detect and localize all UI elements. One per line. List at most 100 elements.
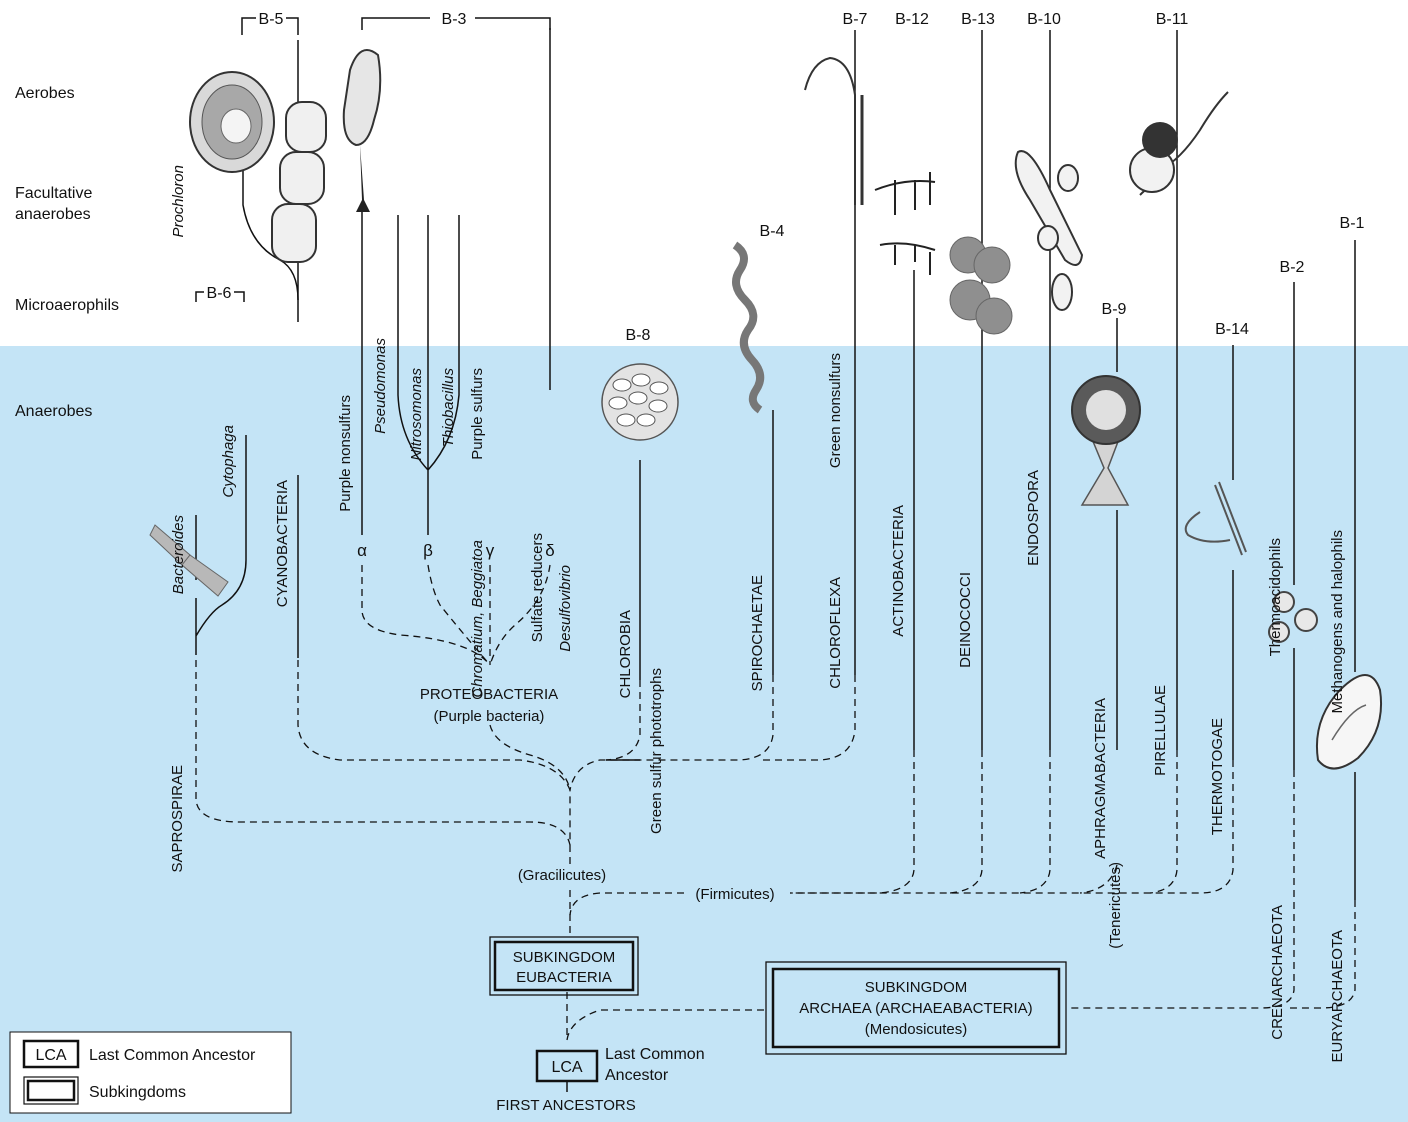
dash-endospora — [1019, 750, 1051, 894]
clade-proteobacteria: PROTEOBACTERIA — [420, 686, 558, 703]
group-label-b1: B-1 — [1340, 215, 1365, 232]
euryarchaeota-drawing — [1316, 674, 1382, 770]
dash-beta — [427, 564, 491, 666]
bracket-b5 — [241, 17, 299, 35]
taxon-cytophaga: Cytophaga — [220, 425, 237, 498]
group-label-b13: B-13 — [961, 11, 995, 28]
taxon-methanogens-halophils: Methanogens and halophils — [1329, 530, 1346, 713]
eubacteria-label-line2: EUBACTERIA — [516, 969, 612, 986]
taxon-chlorobia: CHLOROBIA — [617, 610, 634, 698]
legend: LCA Last Common Ancestor Subkingdoms — [9, 1031, 292, 1114]
marker-alpha: α — [357, 541, 367, 560]
taxon-euryarchaeota: EURYARCHAEOTA — [1329, 930, 1346, 1063]
taxon-actinobacteria: ACTINOBACTERIA — [890, 505, 907, 637]
archaea-label-line3: (Mendosicutes) — [865, 1021, 968, 1038]
group-label-b5: B-5 — [259, 11, 284, 28]
endospora-drawing — [1014, 150, 1084, 311]
taxon-thermotogae: THERMOTOGAE — [1209, 718, 1226, 835]
group-label-b9: B-9 — [1102, 301, 1127, 318]
marker-gamma: γ — [486, 541, 495, 560]
crenarchaeota-drawing — [1268, 591, 1318, 643]
taxon-purple-sulfurs: Purple sulfurs — [469, 368, 486, 460]
group-label-b12: B-12 — [895, 11, 929, 28]
legend-subkingdom-swatch-outer — [23, 1076, 79, 1105]
dash-alpha — [361, 565, 491, 666]
dash-euryarchaeota — [1290, 900, 1356, 1009]
taxon-desulfovibrio: Desulfovibrio — [557, 565, 574, 652]
taxon-thermoacidophils: Thermoacidophils — [1267, 538, 1284, 656]
zone-facultative-line2: anaerobes — [15, 206, 91, 223]
chlorobia-drawing — [601, 363, 679, 441]
taxon-green-nonsulfurs: Green nonsulfurs — [827, 353, 844, 468]
taxon-crenarchaeota: CRENARCHAEOTA — [1269, 905, 1286, 1040]
thermotogae-drawing — [1184, 481, 1247, 556]
group-label-b3: B-3 — [442, 11, 467, 28]
lca-root-label-line2: Ancestor — [605, 1067, 669, 1084]
dash-aphragmabacteria — [1079, 864, 1118, 894]
taxon-chromatium-beggiatoa: Chromatium, Beggiatoa — [469, 540, 486, 698]
group-label-b7: B-7 — [843, 11, 868, 28]
legend-lca-label: Last Common Ancestor — [89, 1047, 256, 1064]
taxon-nitrosomonas: Nitrosomonas — [408, 368, 425, 461]
group-label-b8: B-8 — [626, 327, 651, 344]
taxon-pirellulae: PIRELLULAE — [1152, 685, 1169, 776]
taxon-aphragmabacteria: APHRAGMABACTERIA — [1092, 698, 1109, 859]
taxon-saprospirae: SAPROSPIRAE — [169, 765, 186, 873]
zone-aerobes: Aerobes — [15, 85, 75, 102]
aphragmabacteria-drawing — [1071, 375, 1141, 506]
archaea-label-line2: ARCHAEA (ARCHAEABACTERIA) — [799, 1000, 1032, 1017]
group-label-b6: B-6 — [207, 285, 232, 302]
lca-root-box-label: LCA — [551, 1059, 582, 1076]
pseudomonas-drawing — [342, 49, 382, 212]
dash-chlorobia — [605, 680, 641, 761]
dash-firmicutes-left — [569, 892, 684, 916]
dash-pirellulae — [1149, 750, 1178, 894]
clade-firmicutes: (Firmicutes) — [695, 886, 774, 903]
archaea-label-line1: SUBKINGDOM — [865, 979, 968, 996]
prochloron-drawing — [189, 71, 275, 173]
chloroflexa-drawing — [804, 56, 864, 205]
taxon-chloroflexa: CHLOROFLEXA — [827, 577, 844, 689]
dash-thermotogae — [790, 760, 1234, 894]
pirellulae-drawing — [1129, 91, 1229, 196]
dash-cyanobacteria — [297, 660, 571, 791]
first-ancestors-label: FIRST ANCESTORS — [496, 1097, 635, 1114]
taxon-deinococci: DEINOCOCCI — [957, 572, 974, 668]
taxon-endospora: ENDOSPORA — [1025, 470, 1042, 566]
deinococci-drawing — [949, 236, 1013, 335]
taxon-sulfate-reducers: Sulfate reducers — [529, 533, 546, 642]
clade-gracilicutes: (Gracilicutes) — [518, 867, 606, 884]
group-label-b4: B-4 — [760, 223, 785, 240]
dash-proteobacteria — [489, 724, 571, 791]
group-label-b11: B-11 — [1156, 11, 1189, 28]
legend-subkingdoms-label: Subkingdoms — [89, 1084, 186, 1101]
taxon-thiobacillus: Thiobacillus — [440, 368, 457, 448]
dash-crenarchaeota — [1068, 770, 1295, 1009]
group-label-b2: B-2 — [1280, 259, 1305, 276]
dash-deinococci — [949, 750, 983, 894]
anaerobic-zone-background — [0, 346, 1408, 1122]
actinobacteria-drawing — [874, 172, 936, 275]
clade-purple-bacteria: (Purple bacteria) — [434, 708, 545, 725]
taxon-pseudomonas: Pseudomonas — [372, 338, 389, 434]
zone-facultative-line1: Facultative — [15, 185, 93, 202]
lca-root: LCA Last Common Ancestor FIRST ANCESTORS — [496, 1046, 704, 1114]
taxon-green-sulfur-phototrophs: Green sulfur phototrophs — [648, 668, 665, 834]
subkingdom-eubacteria-box: SUBKINGDOM EUBACTERIA — [489, 936, 639, 996]
taxon-prochloron: Prochloron — [170, 165, 187, 238]
legend-lca-box-label: LCA — [35, 1047, 66, 1064]
bracket-b6 — [195, 291, 245, 302]
dash-actinobacteria — [790, 750, 915, 894]
dash-eubacteria-lca — [566, 992, 765, 1041]
dash-spirochaetae — [569, 675, 774, 791]
taxon-purple-nonsulfurs: Purple nonsulfurs — [337, 395, 354, 512]
dash-saprospirae — [195, 660, 571, 846]
bacteroides-drawing — [149, 524, 229, 597]
spirochaeta-drawing — [732, 241, 765, 414]
taxon-spirochaetae: SPIROCHAETAE — [749, 575, 766, 691]
eubacteria-label-line1: SUBKINGDOM — [513, 949, 616, 966]
legend-lca-swatch — [22, 1039, 80, 1069]
lineage-beta — [397, 215, 460, 535]
marker-delta: δ — [545, 541, 554, 560]
